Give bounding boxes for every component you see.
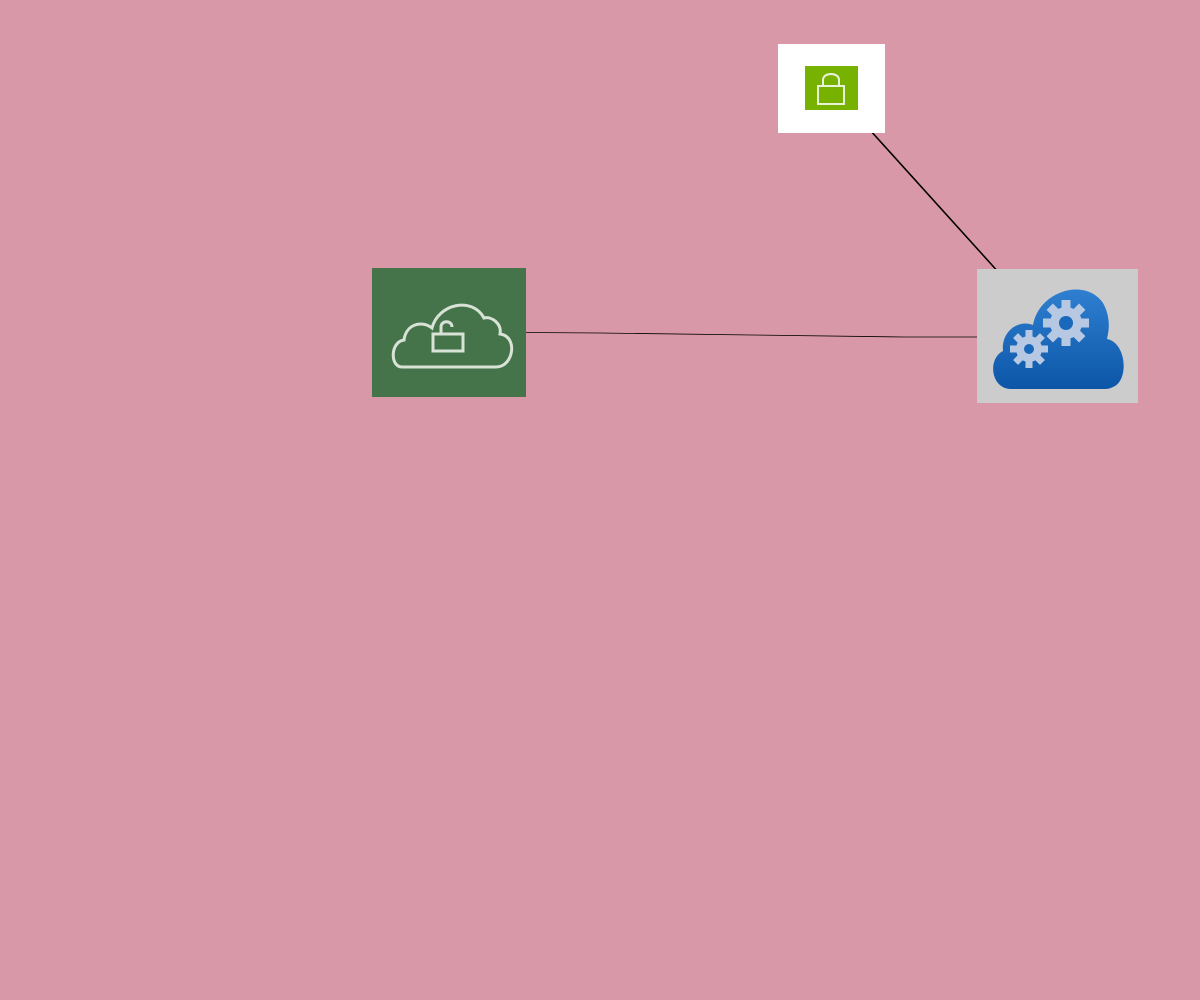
lock-icon [778, 44, 885, 133]
cloud-gears-icon [977, 269, 1138, 403]
cloud-gears-node[interactable] [977, 269, 1138, 403]
cloud-unlock-node[interactable] [372, 268, 526, 397]
lock-node[interactable] [778, 44, 885, 133]
cloud-unlock-icon [372, 268, 526, 397]
edge-cloud-unlock-to-cloud-gears [448, 331, 1057, 338]
